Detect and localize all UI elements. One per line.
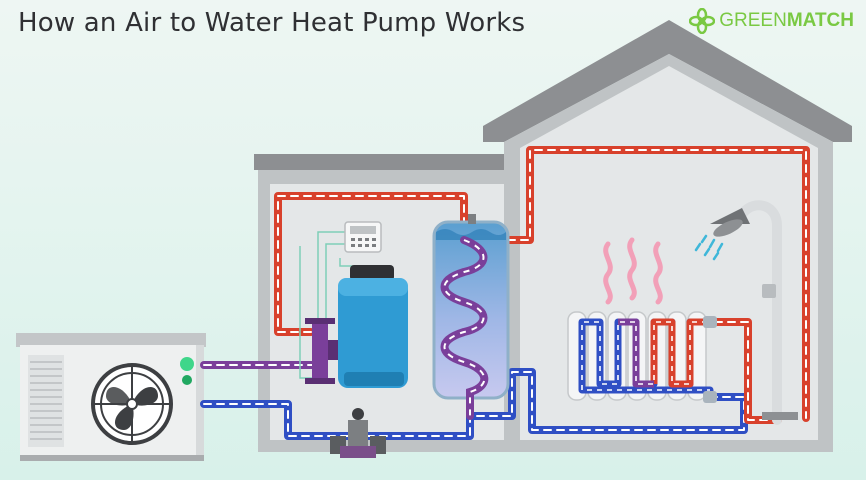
brand-name-bold: MATCH — [786, 10, 854, 31]
outdoor-unit — [16, 333, 206, 461]
annex-roof — [254, 154, 506, 170]
unit-top — [16, 333, 206, 347]
hot-water-cylinder-icon — [432, 214, 510, 420]
thermostat-icon — [344, 221, 382, 253]
water-drops — [694, 234, 724, 261]
status-light-bottom — [182, 375, 192, 385]
pipe-hot-annex — [274, 192, 468, 336]
brand-logo: GREENMATCH — [689, 8, 854, 34]
pipe-hot-house — [504, 146, 810, 422]
pipes — [200, 146, 810, 440]
heat-wave-icon — [603, 237, 663, 305]
clover-logo-icon — [689, 8, 716, 34]
fan-icon — [91, 363, 173, 445]
roof — [483, 20, 852, 142]
vent-louvres — [30, 361, 62, 440]
pipe-return-outdoor — [200, 368, 748, 440]
unit-base — [20, 455, 204, 461]
unit-side-shade — [196, 345, 204, 455]
radiator-icon — [567, 311, 717, 403]
valve-icon — [330, 408, 386, 458]
brand-name: GREENMATCH — [719, 10, 854, 32]
status-light-top — [180, 357, 194, 371]
brand-name-light: GREEN — [719, 10, 787, 31]
page-title: How an Air to Water Heat Pump Works — [18, 8, 526, 38]
shower-icon — [694, 200, 798, 425]
buffer-tank-icon — [305, 265, 408, 388]
